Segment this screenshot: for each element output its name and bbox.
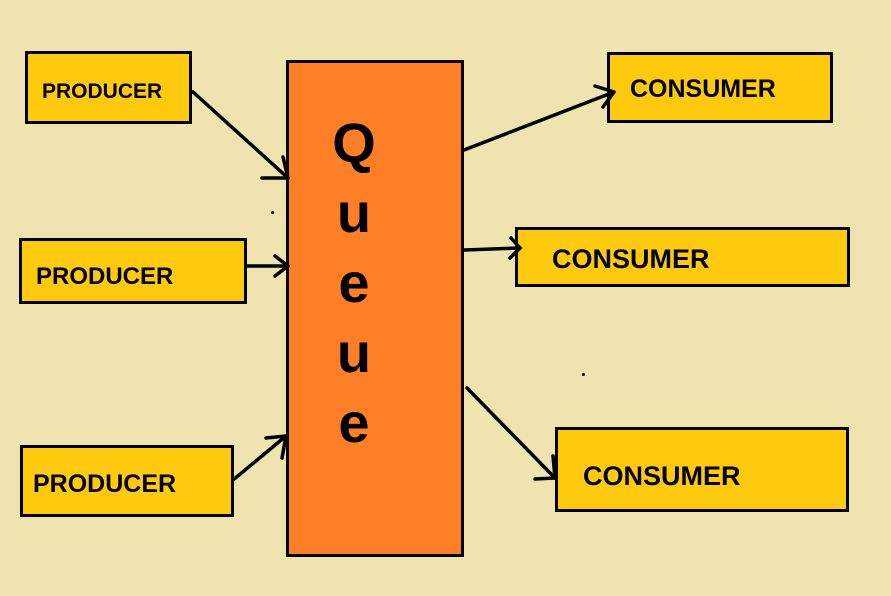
queue-box: Q u e u e [286,60,464,557]
queue-to-consumer-arrow-2 [462,236,522,260]
consumer-label: CONSUMER [583,461,741,491]
consumer-label: CONSUMER [630,75,776,103]
consumer-box-3: CONSUMER [555,427,849,512]
queue-letter: Q [332,111,376,174]
producer-box-3: PRODUCER [20,445,234,517]
stray-dot [271,211,274,214]
producer-label: PRODUCER [36,263,174,290]
producer-box-1: PRODUCER [25,51,192,124]
producer-label: PRODUCER [42,80,163,103]
queue-letter: e [338,251,370,314]
producer-to-queue-arrow-2 [245,254,290,278]
consumer-box-2: CONSUMER [515,227,850,287]
producer-label: PRODUCER [33,470,177,498]
consumer-label: CONSUMER [552,244,710,274]
queue-letter: u [336,321,372,384]
producer-to-queue-arrow-3 [231,434,288,482]
queue-letter: e [338,391,370,454]
producer-to-queue-arrow-1 [191,90,290,180]
producer-box-2: PRODUCER [19,238,247,304]
consumer-box-1: CONSUMER [607,52,833,123]
queue-letter: u [336,181,372,244]
queue-to-consumer-arrow-1 [462,84,616,152]
stray-dot [582,373,585,376]
queue-to-consumer-arrow-3 [465,386,557,481]
